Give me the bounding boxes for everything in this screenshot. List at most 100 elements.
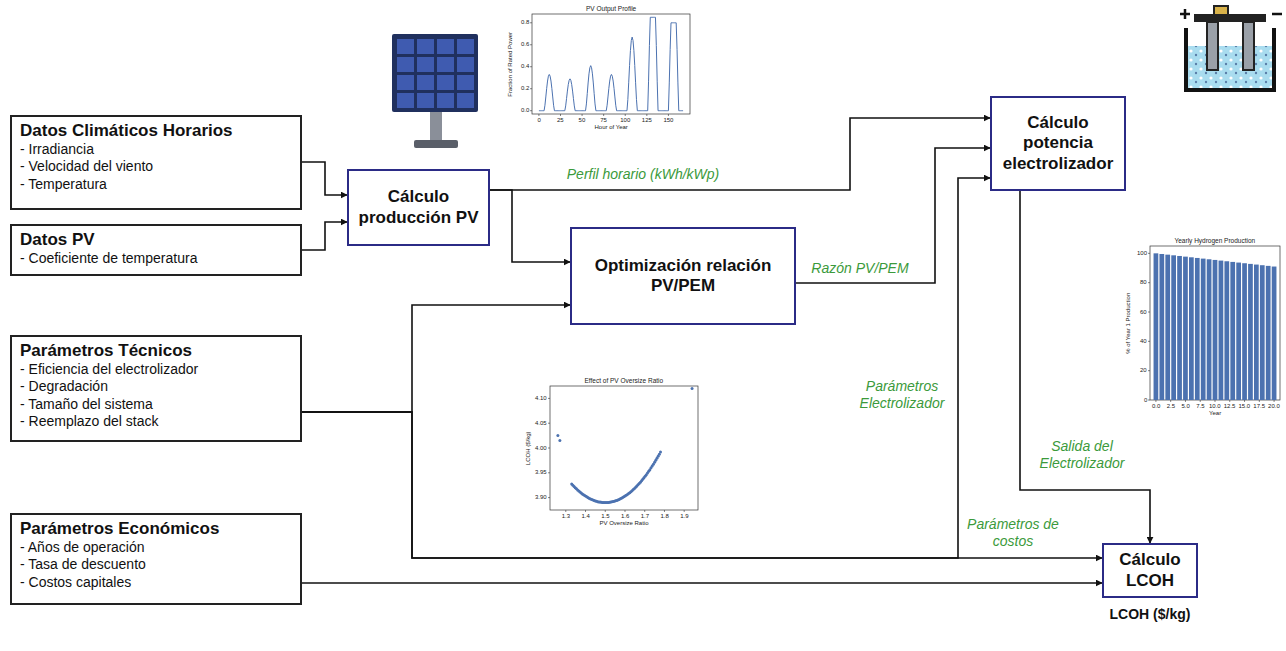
input-box: Parámetros Económicos- Años de operación… — [10, 513, 302, 605]
box-item: - Degradación — [20, 378, 292, 395]
tick-label: 100 — [1137, 250, 1147, 257]
tick-label: 0 — [1144, 397, 1147, 404]
tick-label: 0.4 — [521, 63, 529, 70]
plot-frame — [532, 14, 690, 114]
box-item: - Tasa de descuento — [20, 556, 292, 573]
tick-mark — [1229, 400, 1230, 402]
box-heading: Cálculo potencia electrolizador — [1000, 113, 1116, 174]
tick-label: 10.0 — [1209, 403, 1221, 410]
box-item: - Temperatura — [20, 176, 292, 193]
edge-label: Salida del Electrolizador — [1030, 438, 1134, 472]
connector — [796, 148, 990, 283]
box-heading: Cálculo producción PV — [357, 187, 480, 228]
tick-mark — [644, 510, 645, 512]
tick-mark — [530, 22, 532, 23]
edge-label: Perfil horario (kWh/kWp) — [548, 166, 738, 183]
box-item: - Costos capitales — [20, 574, 292, 591]
box-item: - Eficiencia del electrolizador — [20, 361, 292, 378]
connector — [302, 582, 1102, 584]
tick-label: 7.5 — [1196, 403, 1204, 410]
tick-mark — [1215, 400, 1216, 402]
input-box: Parámetros Técnicos- Eficiencia del elec… — [10, 335, 302, 442]
tick-label: 1.5 — [601, 513, 609, 520]
tick-label: 3.95 — [535, 469, 547, 476]
process-box: Cálculo producción PV — [347, 169, 490, 246]
chart-title: PV Output Profile — [586, 5, 636, 12]
box-content: Datos Climáticos Horarios- Irradiancia - … — [20, 121, 292, 193]
tick-mark — [565, 510, 566, 512]
bar — [1242, 263, 1247, 400]
tick-label: 1.6 — [621, 513, 629, 520]
bar — [1183, 257, 1188, 400]
box-content: Parámetros Técnicos- Eficiencia del elec… — [20, 341, 292, 430]
tick-label: 0.2 — [521, 85, 529, 92]
tick-label: 0.0 — [521, 107, 529, 114]
box-heading: Parámetros Técnicos — [20, 341, 292, 361]
bar — [1266, 266, 1271, 400]
box-heading: Datos Climáticos Horarios — [20, 121, 292, 141]
tick-mark — [560, 114, 561, 116]
tick-label: 4.05 — [535, 420, 547, 427]
box-item: - Irradiancia — [20, 141, 292, 158]
bar — [1230, 262, 1235, 400]
tick-label: 17.5 — [1253, 403, 1265, 410]
tick-mark — [548, 497, 550, 498]
tick-label: 100 — [620, 117, 630, 124]
bar — [1171, 255, 1176, 400]
plot-frame — [550, 386, 698, 510]
box-heading: Cálculo LCOH — [1112, 550, 1188, 591]
tick-label: 25 — [557, 117, 564, 124]
box-content: Cálculo potencia electrolizador — [1000, 113, 1116, 174]
box-item: - Coeficiente de temperatura — [20, 250, 292, 267]
tick-mark — [605, 510, 606, 512]
tick-label: 60 — [1140, 309, 1147, 316]
bar — [1177, 256, 1182, 400]
tick-label: 5.0 — [1181, 403, 1189, 410]
tick-label: 4.00 — [535, 445, 547, 452]
edge-label: Razón PV/PEM — [804, 260, 916, 277]
scatter-dot — [558, 439, 561, 442]
axis-title: Fraction of Rated Power — [507, 31, 514, 96]
tick-label: 12.5 — [1224, 403, 1236, 410]
bar — [1224, 261, 1229, 400]
bar — [1236, 263, 1241, 400]
process-box: Cálculo LCOH — [1102, 543, 1198, 598]
tick-label: 0.8 — [521, 19, 529, 26]
bar — [1272, 267, 1277, 400]
axis-title: % of Year 1 Production — [1125, 292, 1132, 353]
tick-mark — [548, 448, 550, 449]
bar — [1154, 253, 1159, 400]
bar — [1189, 257, 1194, 400]
tick-label: 50 — [579, 117, 586, 124]
tick-mark — [1274, 400, 1275, 402]
tick-mark — [684, 510, 685, 512]
axis-title: PV Oversize Ratio — [600, 520, 649, 527]
tick-mark — [585, 510, 586, 512]
input-box: Datos PV- Coeficiente de temperatura — [10, 224, 302, 276]
tick-mark — [1148, 282, 1150, 283]
box-heading: Parámetros Económicos — [20, 519, 292, 539]
axis-title: Year — [1209, 410, 1221, 417]
electrolyzer-icon — [1180, 6, 1282, 90]
tick-mark — [548, 423, 550, 424]
scatter-dot — [556, 434, 559, 437]
tick-label: 1.8 — [660, 513, 668, 520]
bar — [1195, 258, 1200, 400]
tick-mark — [668, 114, 669, 116]
tick-label: 2.5 — [1167, 403, 1175, 410]
tick-label: 3.90 — [535, 494, 547, 501]
tick-label: 80 — [1140, 279, 1147, 286]
process-box: Cálculo potencia electrolizador — [990, 96, 1126, 191]
connector — [302, 412, 1102, 558]
tick-label: 4.10 — [535, 395, 547, 402]
tick-mark — [1244, 400, 1245, 402]
box-content: Optimización relación PV/PEM — [580, 256, 786, 297]
process-box: Optimización relación PV/PEM — [570, 227, 796, 325]
tick-label: 1.7 — [641, 513, 649, 520]
tick-mark — [1170, 400, 1171, 402]
tick-label: 125 — [642, 117, 652, 124]
tick-mark — [646, 114, 647, 116]
axis-title: Hour of Year — [595, 124, 628, 131]
bar — [1165, 255, 1170, 400]
tick-mark — [1155, 400, 1156, 402]
